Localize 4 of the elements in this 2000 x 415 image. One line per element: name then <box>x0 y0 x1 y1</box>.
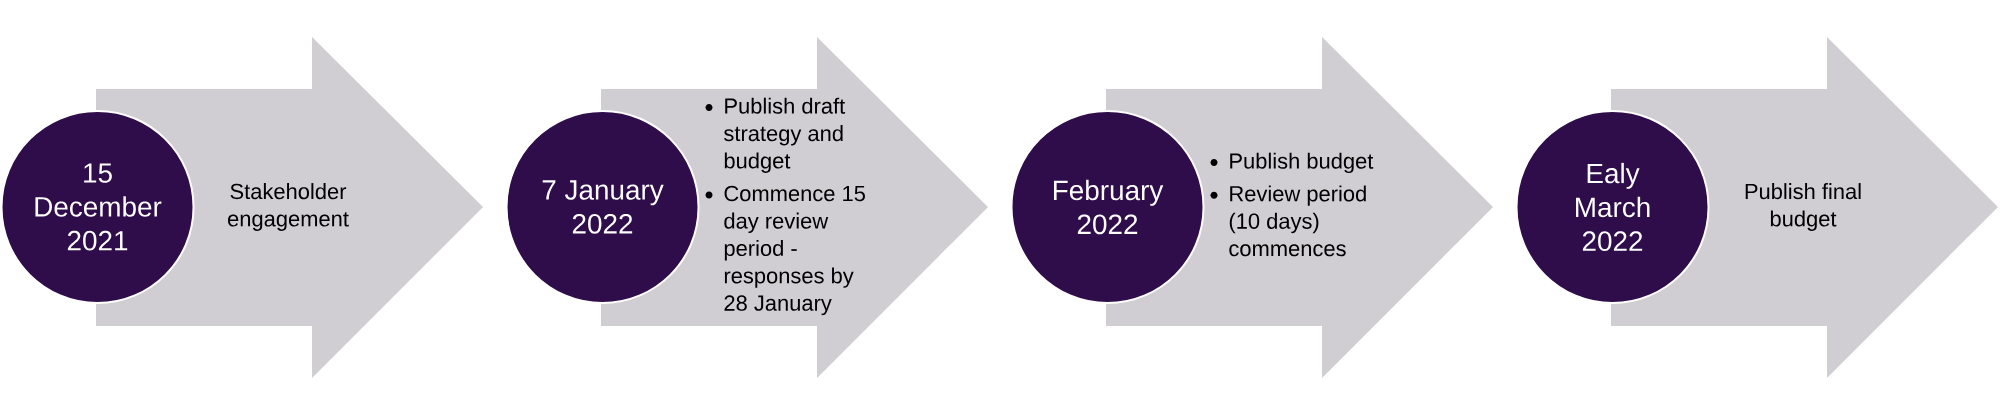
list-item: Review period (10 days) commences <box>1229 185 1366 257</box>
list-item: Publish draft strategy and budget <box>724 97 846 173</box>
list-item: Commence 15 day review period - responses by 28 January <box>724 185 865 316</box>
list-item: Publish budget <box>1230 152 1374 174</box>
